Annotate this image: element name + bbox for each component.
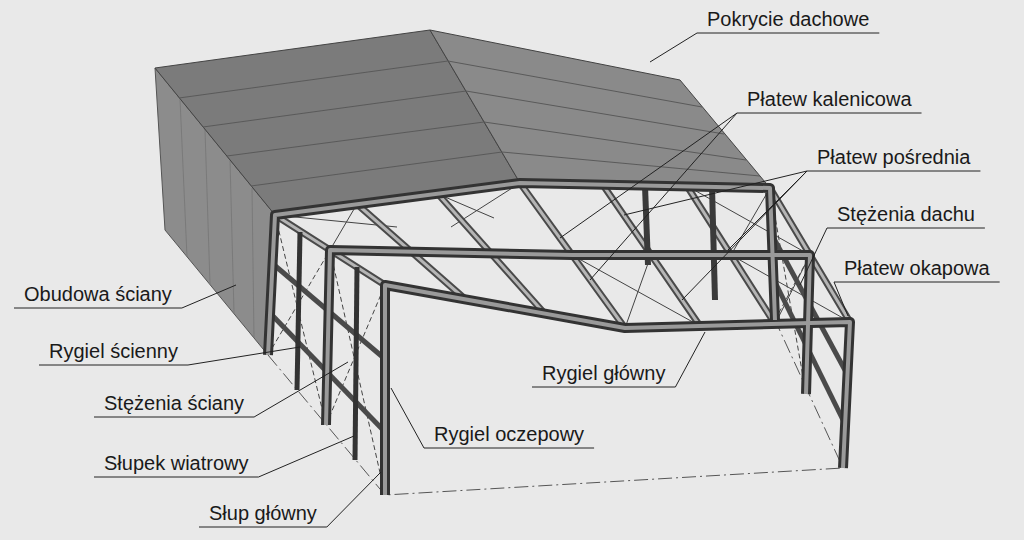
roof-covering (430, 30, 770, 188)
wall-bracing (268, 188, 810, 495)
part-label: Stężenia ściany (102, 392, 246, 414)
label-underline (199, 527, 327, 528)
leader-line (624, 171, 807, 215)
leader-line (650, 33, 697, 62)
part-label: Płatew pośrednia (815, 146, 972, 168)
leader-line (327, 472, 381, 527)
leader-line (182, 285, 236, 308)
part-label: Rygiel ścienny (47, 340, 180, 362)
part-label: Rygiel oczepowy (432, 423, 586, 445)
label-underline (39, 365, 188, 366)
label-underline (424, 448, 594, 449)
label-underline (94, 477, 259, 478)
label-underline (532, 387, 675, 388)
leader-line (834, 282, 848, 316)
part-label: Stężenia dachu (835, 203, 977, 225)
leader-line (800, 228, 827, 285)
part-label: Rygiel główny (540, 362, 667, 384)
label-underline (14, 308, 182, 309)
part-label: Pokrycie dachowe (705, 8, 871, 30)
roof-seams (179, 61, 760, 186)
wind-posts (297, 232, 357, 460)
leader-line (682, 171, 807, 300)
part-label: Słup główny (207, 502, 319, 524)
label-underline (807, 171, 980, 172)
part-label: Obudowa ściany (22, 283, 174, 305)
leader-line (188, 347, 300, 365)
leader-line (560, 113, 737, 238)
gable-posts (645, 186, 715, 300)
main-frames-highlight (268, 183, 850, 495)
leader-line (391, 388, 424, 448)
label-underline (94, 417, 254, 418)
part-label: Słupek wiatrowy (102, 452, 251, 474)
part-label: Płatew kalenicowa (745, 88, 914, 110)
leader-line (259, 436, 354, 477)
leader-line (254, 362, 348, 417)
label-underline (834, 282, 1000, 283)
part-label: Płatew okapowa (842, 257, 992, 279)
label-underline (697, 33, 879, 34)
main-frames (268, 183, 850, 495)
leader-line (675, 332, 705, 387)
label-underline (827, 228, 985, 229)
leader-line (590, 113, 737, 280)
label-underline (737, 113, 922, 114)
